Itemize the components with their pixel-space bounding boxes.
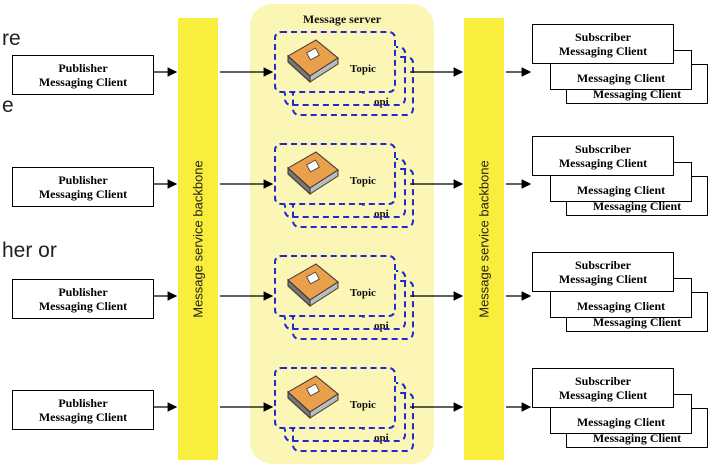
messaging-client-label: Messaging Client (38, 299, 128, 313)
slide-text-fragment-1: re (2, 27, 21, 50)
publisher-client-box: Publisher Messaging Client (12, 390, 154, 430)
subscriber-box-middle: Messaging Client (550, 162, 692, 202)
subscriber-side-backbone: Message service backbone (464, 18, 504, 460)
topic-label: Topic (350, 63, 376, 75)
messaging-client-label: Messaging Client (558, 156, 648, 170)
subscriber-stack: Messaging Client Messaging Client Subscr… (532, 248, 717, 338)
publisher-label: Publisher (58, 395, 108, 410)
topic-frame-front: Topic (274, 255, 396, 317)
topic-stack: opi pi Topic (262, 140, 422, 230)
book-icon (287, 39, 339, 84)
book-icon (287, 263, 339, 308)
topic-stack: opi pi Topic (262, 252, 422, 342)
publisher-client-box: Publisher Messaging Client (12, 279, 154, 319)
topic-frame-front: Topic (274, 31, 396, 93)
publisher-label: Publisher (58, 60, 108, 75)
topic-stack: opi pi Topic (262, 28, 422, 118)
topic-frame-front: Topic (274, 367, 396, 429)
book-icon (287, 151, 339, 196)
subscriber-label: Subscriber (574, 141, 631, 156)
topic-label: Topic (350, 175, 376, 187)
publisher-client-box: Publisher Messaging Client (12, 167, 154, 207)
publisher-label: Publisher (58, 172, 108, 187)
publisher-label: Publisher (58, 284, 108, 299)
subscriber-client-box: Subscriber Messaging Client (532, 136, 674, 176)
subscriber-label: Subscriber (574, 257, 631, 272)
slide-text-fragment-2: e (2, 94, 14, 117)
topic-label: Topic (350, 399, 376, 411)
slide-text-fragment-3: her or (2, 239, 57, 262)
topic-label: Topic (350, 287, 376, 299)
messaging-client-label: Messaging Client (558, 44, 648, 58)
messaging-client-label: Messaging Client (38, 187, 128, 201)
publisher-client-box: Publisher Messaging Client (12, 55, 154, 95)
subscriber-stack: Messaging Client Messaging Client Subscr… (532, 132, 717, 222)
message-server-title: Message server (302, 12, 382, 26)
subscriber-stack: Messaging Client Messaging Client Subscr… (532, 20, 717, 110)
subscriber-client-box: Subscriber Messaging Client (532, 368, 674, 408)
publisher-side-backbone: Message service backbone (178, 18, 218, 460)
subscriber-client-box: Subscriber Messaging Client (532, 24, 674, 64)
topic-frame-front: Topic (274, 143, 396, 205)
messaging-client-label: Messaging Client (558, 388, 648, 402)
messaging-client-label: Messaging Client (558, 272, 648, 286)
subscriber-stack: Messaging Client Messaging Client Subscr… (532, 364, 717, 454)
subscriber-client-box: Subscriber Messaging Client (532, 252, 674, 292)
topic-stack: opi pi Topic (262, 364, 422, 454)
subscriber-label: Subscriber (574, 373, 631, 388)
messaging-client-label: Messaging Client (38, 410, 128, 424)
messaging-client-label: Messaging Client (38, 75, 128, 89)
subscriber-label: Subscriber (574, 29, 631, 44)
book-icon (287, 375, 339, 420)
